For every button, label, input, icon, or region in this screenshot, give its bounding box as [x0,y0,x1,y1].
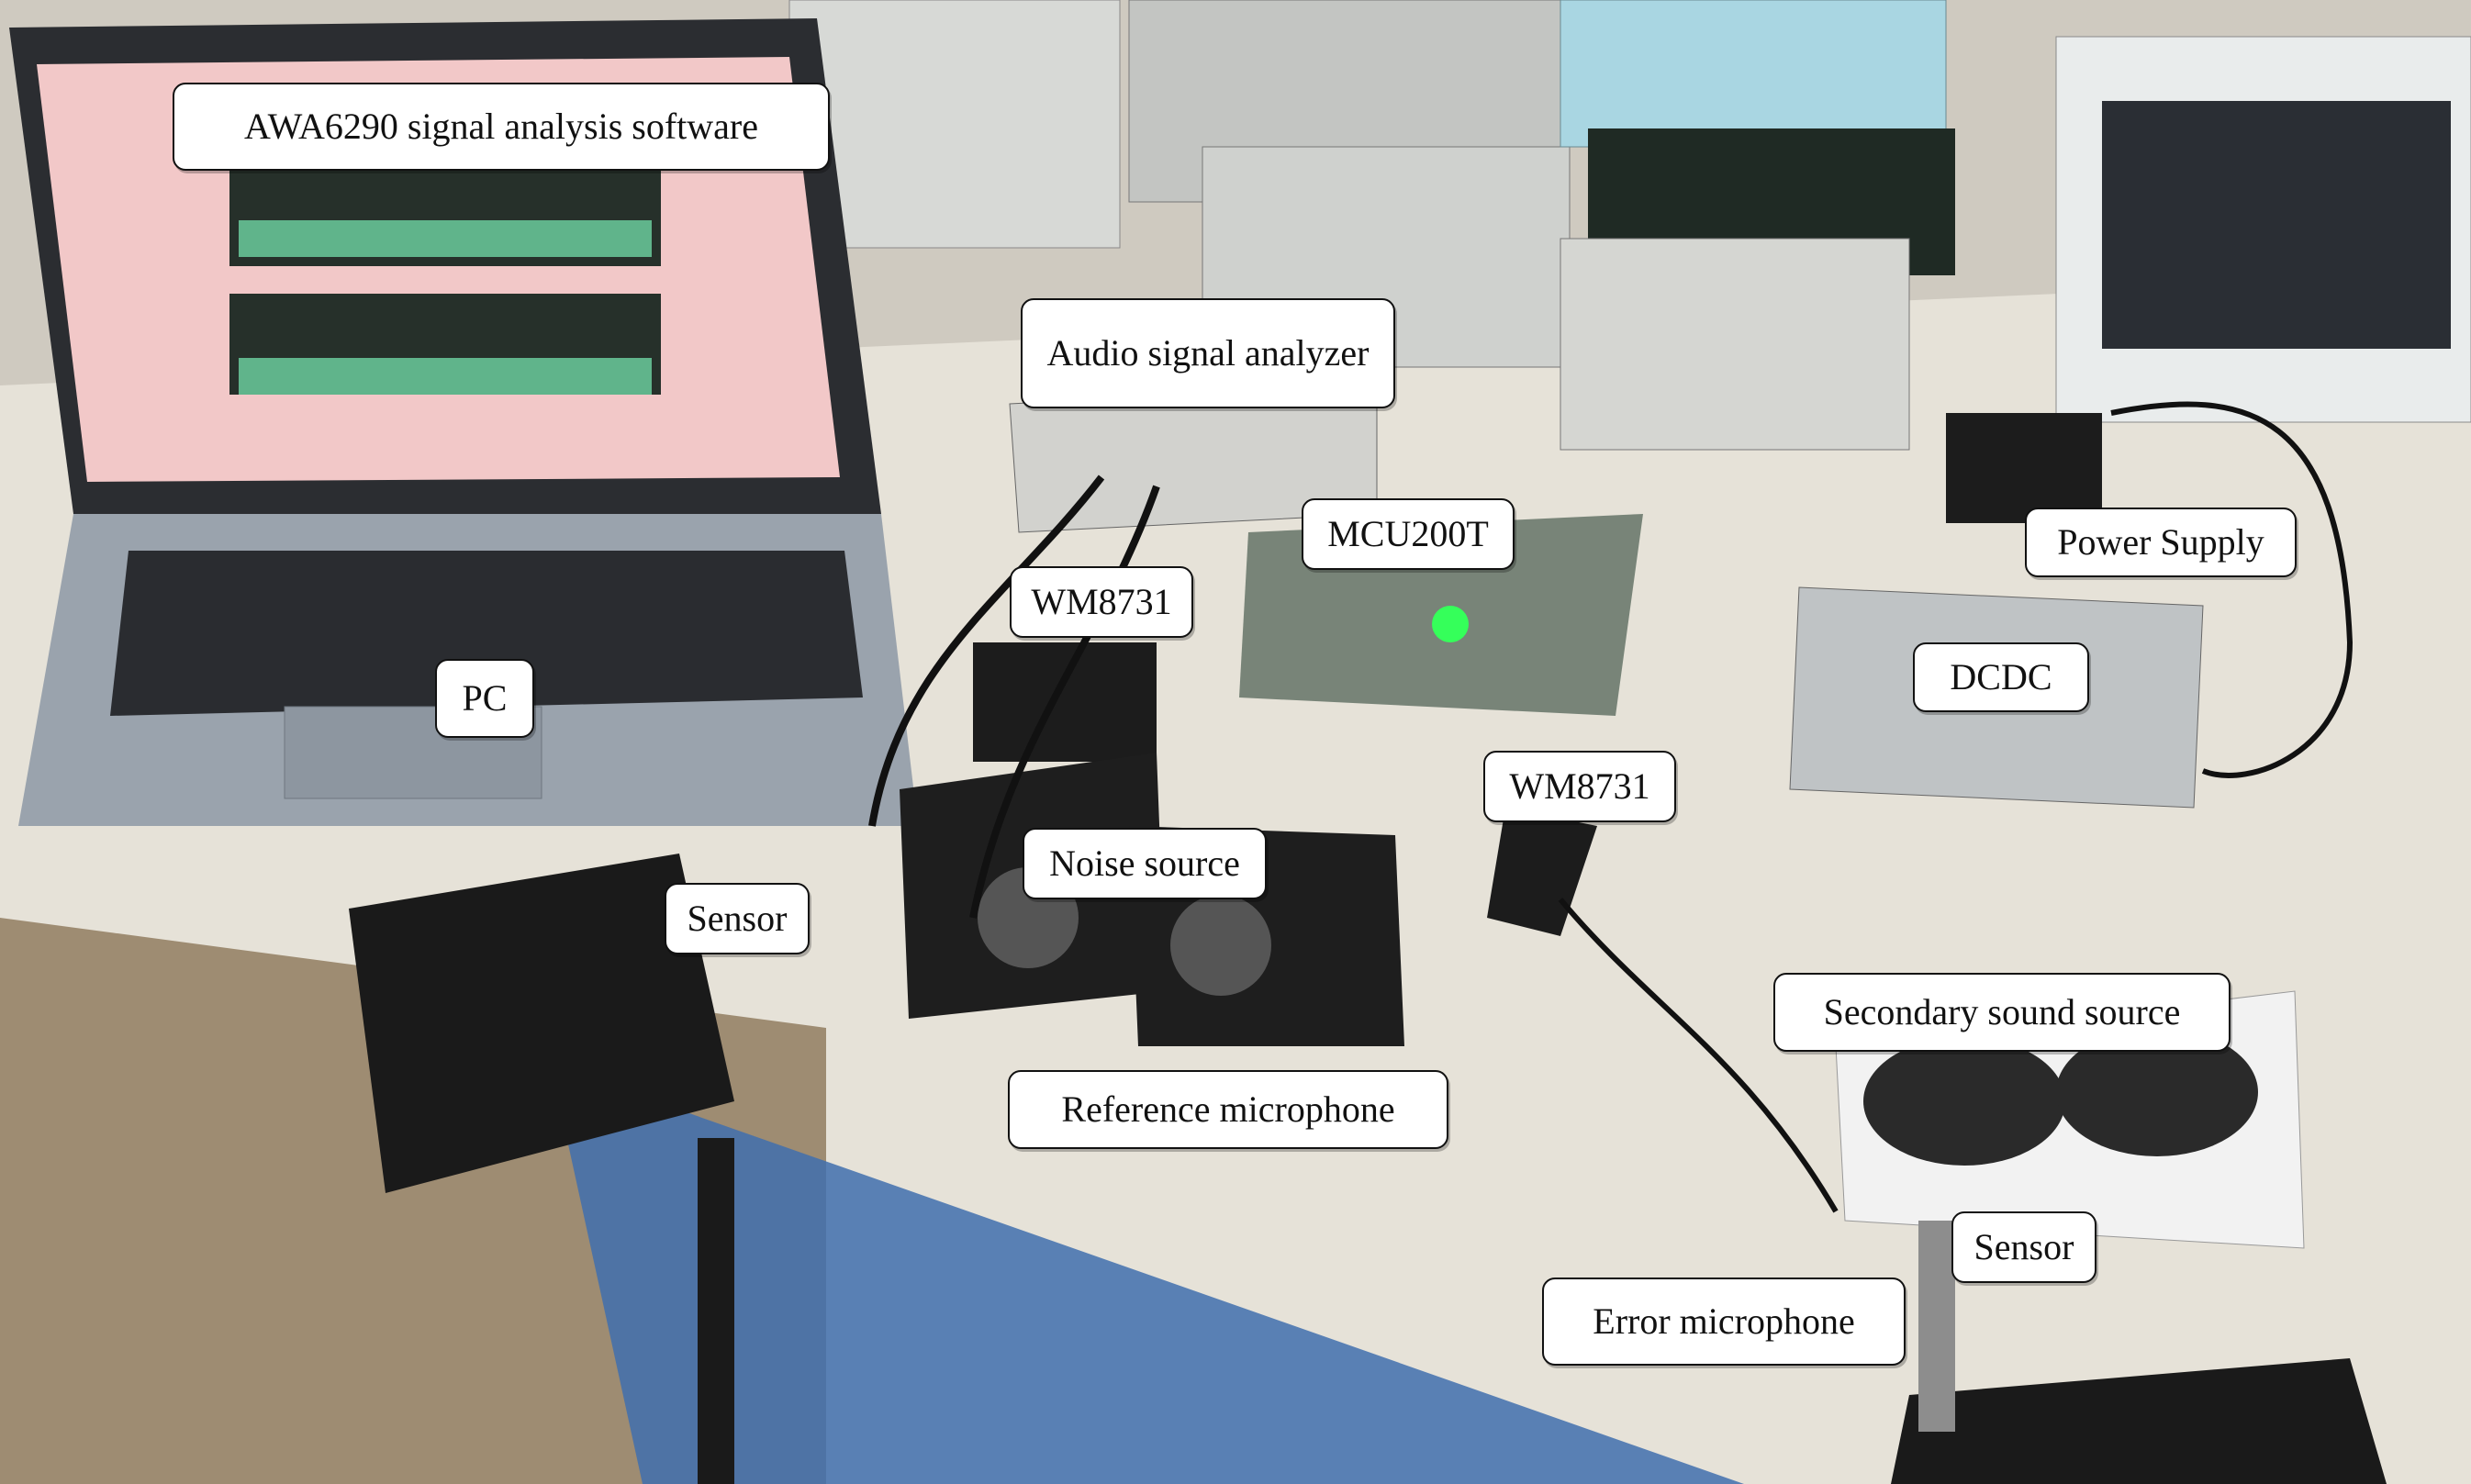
label-wm8731-bottom: WM8731 [1483,751,1676,822]
label-power-supply: Power Supply [2025,508,2297,577]
label-audio-signal-analyzer: Audio signal analyzer [1021,298,1395,408]
label-sensor-left: Sensor [665,883,810,954]
label-secondary-sound-source: Secondary sound source [1773,973,2231,1052]
label-mcu200t: MCU200T [1302,498,1515,570]
label-reference-microphone: Reference microphone [1008,1070,1448,1149]
label-wm8731-top: WM8731 [1010,566,1193,638]
label-sensor-right: Sensor [1951,1211,2096,1283]
label-dcdc: DCDC [1913,642,2089,712]
label-awa6290-software: AWA6290 signal analysis software [173,83,830,171]
label-noise-source: Noise source [1023,828,1267,899]
label-pc: PC [435,659,534,738]
label-error-microphone: Error microphone [1542,1278,1906,1366]
